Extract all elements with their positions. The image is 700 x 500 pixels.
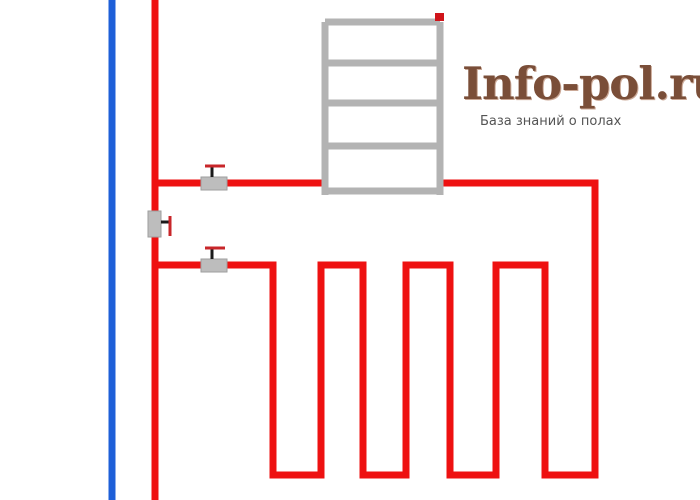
underfloor-heating-loop	[155, 261, 549, 479]
watermark-tagline: База знаний о полах	[480, 114, 622, 129]
watermark-logo-text: Info-pol.ru	[462, 57, 700, 110]
riser-valve[interactable]	[147, 210, 172, 238]
site-watermark: Info-pol.ru База знаний о полах	[462, 54, 700, 129]
towel-rail-return-pipe	[440, 179, 599, 479]
towel-rail	[321, 13, 444, 195]
air-vent-icon	[435, 13, 444, 21]
towel-rail-valve[interactable]	[200, 164, 228, 191]
underfloor-valve[interactable]	[200, 246, 228, 273]
